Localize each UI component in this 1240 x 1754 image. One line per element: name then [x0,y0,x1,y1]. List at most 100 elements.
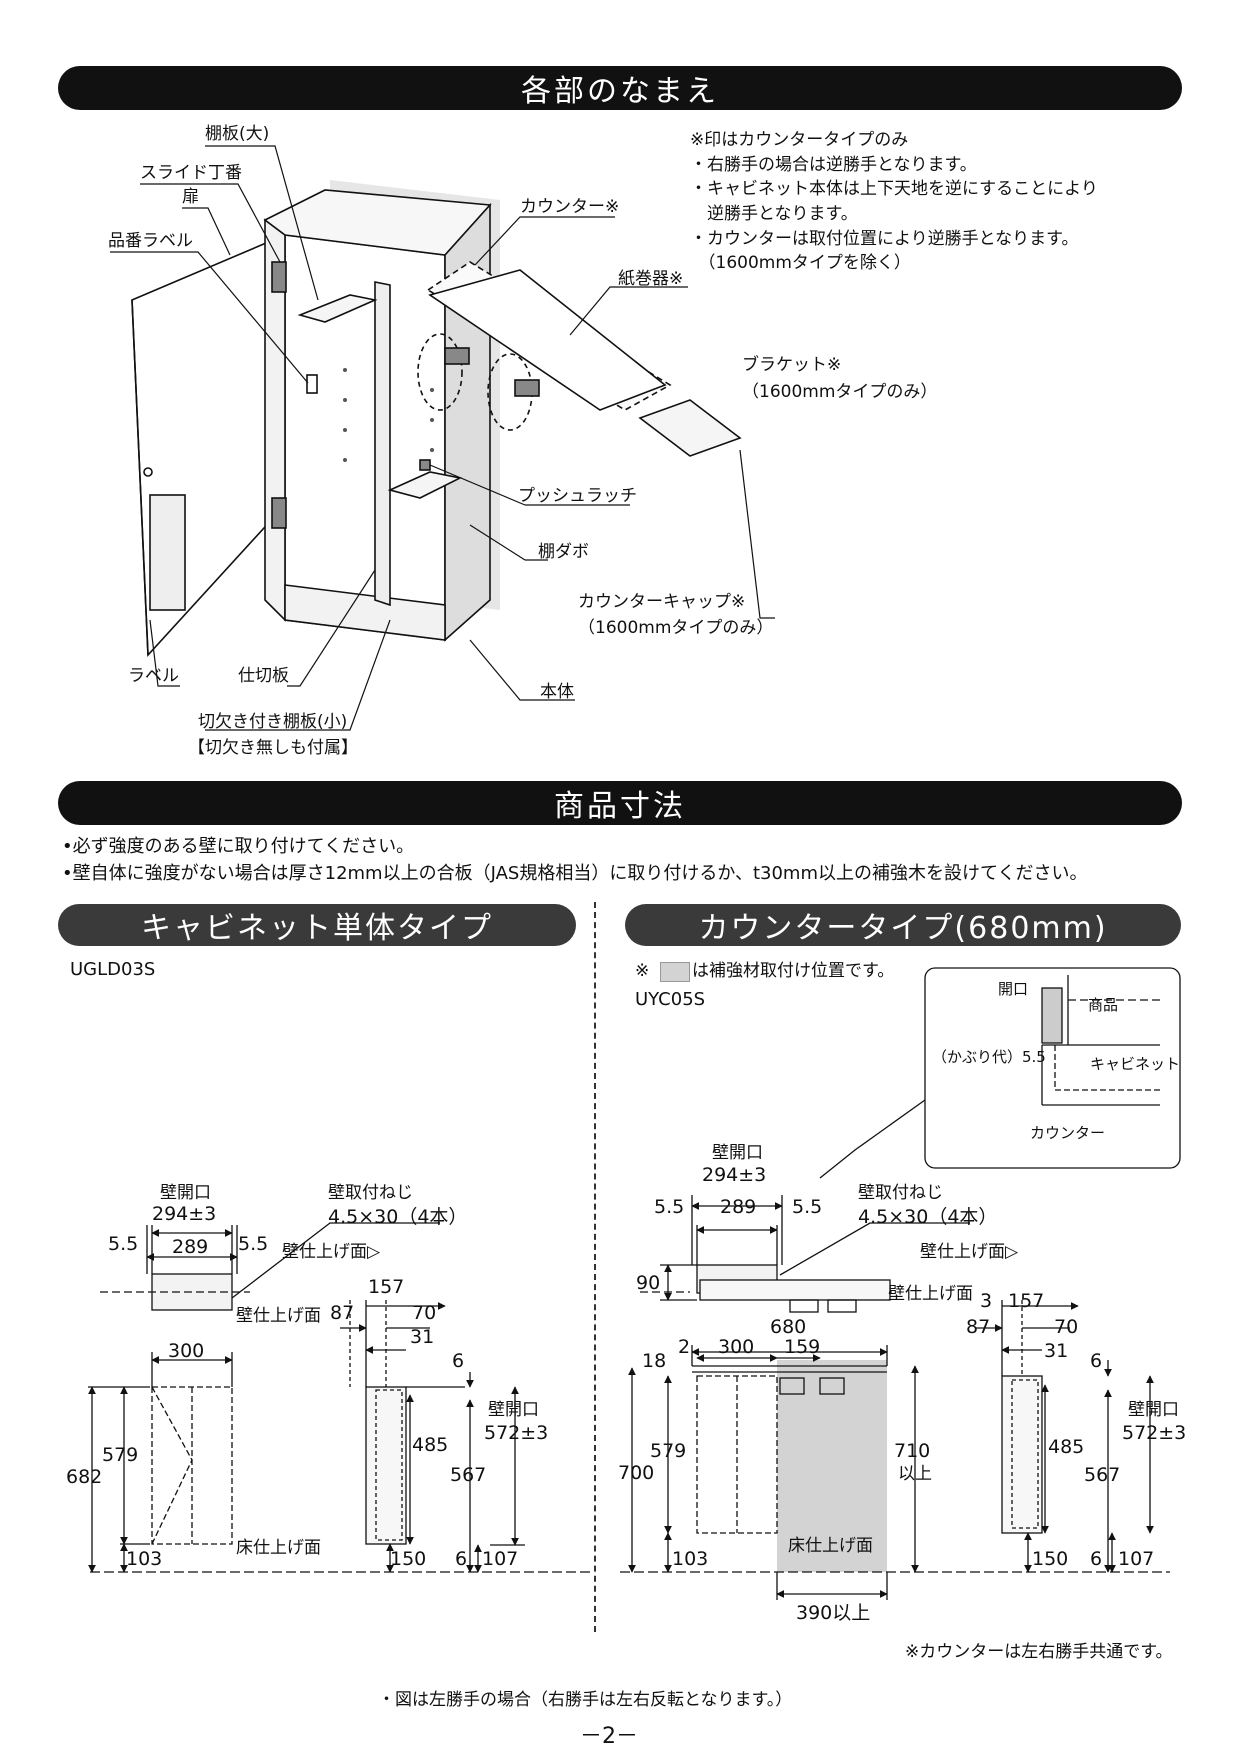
cnt-d680: 680 [770,1316,807,1338]
cnt-d3: 3 [980,1290,993,1312]
cnt-d87: 87 [966,1316,991,1338]
parts-note: ※印はカウンタータイプのみ [690,130,909,150]
cnt-d31: 31 [1044,1340,1069,1362]
inset-counter: カウンター [1030,1124,1106,1142]
parts-note: （1600mmタイプを除く） [690,253,911,274]
cnt-d300: 300 [718,1336,755,1358]
cab-wall-finish: 壁仕上げ面▷ [282,1242,381,1262]
cnt-screw-spec: 4.5×30（4本） [858,1206,998,1228]
cnt-d710: 710 [894,1440,931,1462]
counter-common-note: ※カウンターは左右勝手共通です。 [905,1642,1173,1662]
label-shelf-large: 棚板(大) [205,124,270,144]
cab-d107: 107 [482,1548,519,1570]
cab-d55b: 5.5 [238,1233,269,1255]
inset-product: 商品 [1088,996,1119,1014]
cnt-d6b: 6 [1090,1548,1103,1570]
cnt-d6: 6 [1090,1350,1103,1372]
cab-d6: 6 [452,1350,465,1372]
cab-d579: 579 [102,1444,139,1466]
cab-d567: 567 [450,1464,487,1486]
cab-d289: 289 [172,1236,209,1258]
label-counter-cap-note: （1600mmタイプのみ） [578,618,774,638]
cnt-wall-opening: 壁開口 [712,1143,763,1163]
label-bracket-note: （1600mmタイプのみ） [742,382,938,402]
cnt-d289: 289 [720,1196,757,1218]
label-push-latch: プッシュラッチ [518,486,637,506]
cab-wall-opening: 壁開口 [160,1183,211,1203]
label-counter-cap: カウンターキャップ※ [578,592,746,612]
sub-banner-cabinet: キャビネット単体タイプ [58,904,576,946]
cab-d103: 103 [126,1548,163,1570]
cab-d6b: 6 [455,1548,468,1570]
section-title-dims: 商品寸法 [554,789,686,824]
cab-open-v: 壁開口 [488,1400,539,1420]
cnt-d2: 2 [678,1336,691,1358]
legend-text: は補強材取付け位置です。 [692,961,895,981]
parts-illustration [110,145,775,731]
parts-note: ・カウンターは取付位置により逆勝手となります。 [690,228,1079,249]
counter-model: UYC05S [635,989,706,1010]
section-banner-parts: 各部のなまえ [58,66,1182,110]
cab-d55a: 5.5 [108,1233,139,1255]
counter-title: カウンタータイプ(680mm) [698,911,1108,946]
parts-note: 逆勝手となります。 [690,203,858,224]
cabinet-model: UGLD03S [70,959,156,980]
label-paper-holder: 紙巻器※ [618,269,684,289]
label-body: 本体 [540,682,574,702]
dims-note-1: •必ず強度のある壁に取り付けてください。 [62,836,415,857]
label-notched-shelf: 切欠き付き棚板(小) [198,712,348,732]
footer-note: ・図は左勝手の場合（右勝手は左右反転となります。） [378,1690,793,1710]
inset-overlap: （かぶり代）5.5 [932,1048,1046,1066]
cab-floor: 床仕上げ面 [236,1538,321,1558]
cab-d31: 31 [410,1326,435,1348]
cnt-d150: 150 [1032,1548,1069,1570]
cnt-d390: 390以上 [796,1602,871,1624]
cab-screw: 壁取付ねじ [328,1183,413,1203]
label-bracket: ブラケット※ [742,355,842,375]
label-label: ラベル [128,666,179,686]
cnt-d55a: 5.5 [654,1196,685,1218]
cab-d157: 157 [368,1276,405,1298]
cnt-d157: 157 [1008,1290,1045,1312]
cnt-d70: 70 [1054,1316,1079,1338]
cnt-d90: 90 [636,1272,661,1294]
cnt-wall-opening-val: 294±3 [702,1164,767,1186]
label-slide-hinge: スライド丁番 [140,163,242,183]
cab-d150: 150 [390,1548,427,1570]
sub-banner-counter: カウンタータイプ(680mm) [625,904,1181,946]
cnt-d103: 103 [672,1548,709,1570]
cab-d682: 682 [66,1466,103,1488]
cab-wall-finish-2: 壁仕上げ面 [236,1306,321,1326]
cnt-d18: 18 [642,1350,667,1372]
cnt-d55b: 5.5 [792,1196,823,1218]
cnt-open-v-val: 572±3 [1122,1422,1187,1444]
label-shelf-dowel: 棚ダボ [538,542,589,562]
cnt-open-v: 壁開口 [1128,1400,1179,1420]
page-number: －2－ [580,1724,638,1749]
cnt-d485: 485 [1048,1436,1085,1458]
legend-mark: ※ [635,961,650,981]
inset-cabinet: キャビネット [1090,1055,1181,1073]
cnt-d700: 700 [618,1462,655,1484]
cab-screw-spec: 4.5×30（4本） [328,1206,468,1228]
cab-open-v-val: 572±3 [484,1422,549,1444]
reinforcement-swatch [660,962,690,982]
cnt-d579: 579 [650,1440,687,1462]
cnt-screw: 壁取付ねじ [858,1183,943,1203]
parts-notes: ※印はカウンタータイプのみ ・右勝手の場合は逆勝手となります。 ・キャビネット本… [690,128,1098,276]
label-counter: カウンター※ [520,197,620,217]
label-partition: 仕切板 [238,666,289,686]
inset-opening: 開口 [998,980,1029,998]
cnt-d107: 107 [1118,1548,1155,1570]
cab-wall-opening-val: 294±3 [152,1203,217,1225]
cnt-wall-finish: 壁仕上げ面▷ [920,1242,1019,1262]
column-divider [594,902,596,1632]
cab-d87: 87 [330,1302,355,1324]
dims-note-2: •壁自体に強度がない場合は厚さ12mm以上の合板（JAS規格相当）に取り付けるか… [62,863,1088,884]
parts-note: ・右勝手の場合は逆勝手となります。 [690,154,977,175]
cnt-floor: 床仕上げ面 [788,1536,873,1556]
cab-d485: 485 [412,1434,449,1456]
label-door: 扉 [182,187,199,207]
section-banner-dims: 商品寸法 [58,781,1182,825]
